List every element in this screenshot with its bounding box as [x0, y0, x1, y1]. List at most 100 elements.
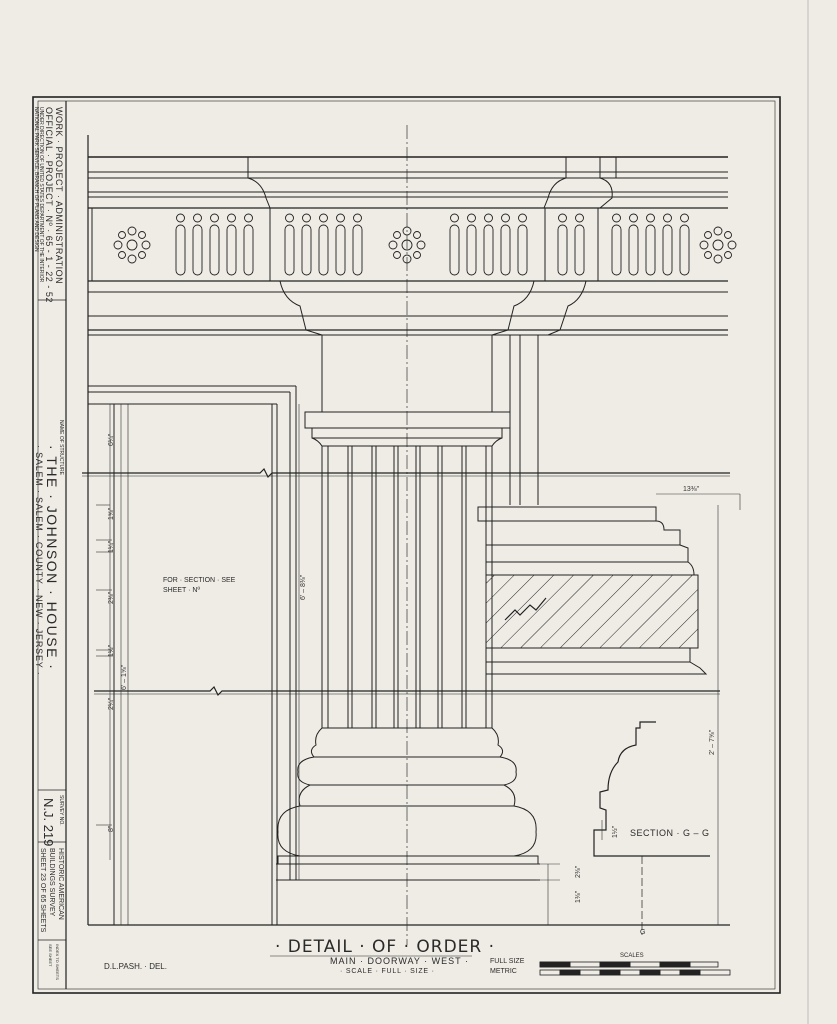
dim-base-2: 1⅜" [575, 890, 582, 903]
dim-right-height: 2' – 7⅝" [709, 729, 716, 755]
frieze-flute [611, 224, 622, 276]
rosette-dot [402, 226, 412, 236]
rosette-dot [713, 254, 723, 264]
structure-location: · SALEM · SALEM · COUNTY · NEW · JERSEY … [34, 445, 44, 676]
survey-no-label: SURVEY NO. [58, 795, 64, 826]
scale-note: · SCALE · FULL · SIZE · [340, 968, 435, 975]
dim-left-2: 1⅝" [108, 507, 115, 520]
section-reference-sheet: SHEET · Nº [163, 587, 201, 594]
frieze-flute-cap [575, 213, 584, 223]
frieze-flute-cap [518, 213, 527, 223]
frieze-flute [192, 224, 203, 276]
frieze-flute-cap [285, 213, 294, 223]
frieze-flute [679, 224, 690, 276]
drawing-subtitle: MAIN · DOORWAY · WEST · [330, 956, 470, 966]
frieze-flute [335, 224, 346, 276]
scales-label: SCALES [620, 953, 644, 959]
section-profile [477, 506, 708, 675]
frieze-flute [628, 224, 639, 276]
frieze-flute-cap [210, 213, 219, 223]
rosette-dot [401, 239, 413, 251]
rosette-dot [127, 226, 137, 236]
drawing-title: · DETAIL · OF · ORDER · [275, 937, 496, 957]
dim-left-5: 1½" [108, 644, 115, 657]
rosette-dot [724, 231, 732, 239]
frieze-flute-cap [501, 213, 510, 223]
rosette-dot [413, 251, 421, 259]
frieze-flute-cap [680, 213, 689, 223]
frieze-flute-cap [227, 213, 236, 223]
section-gg-profile [593, 721, 710, 935]
dim-base-1: 2⅜" [575, 865, 582, 878]
section-marker: G [640, 929, 646, 936]
frieze-flute [301, 224, 312, 276]
rosette-dot [138, 231, 146, 239]
rosette-dot [699, 240, 709, 250]
frieze-flute [662, 224, 673, 276]
frieze-flute-cap [612, 213, 621, 223]
frieze-flute [175, 224, 186, 276]
dim-top-right: 13⅜" [683, 486, 700, 493]
frieze-flute-cap [244, 213, 253, 223]
rosette-dot [413, 231, 421, 239]
section-gg-label: SECTION · G – G [630, 828, 710, 838]
structure-name: · THE · JOHNSON · HOUSE · [44, 445, 60, 671]
delineator: D.L.PASH. · DEL. [104, 962, 167, 971]
frieze-flute-cap [319, 213, 328, 223]
rosette-dot [704, 231, 712, 239]
frieze-flute [557, 224, 568, 276]
drawing-frame [87, 135, 730, 926]
rosette-dot [713, 226, 723, 236]
frieze-flute [500, 224, 511, 276]
rosette-dot [127, 254, 137, 264]
frieze-flute [466, 224, 477, 276]
frieze-flute-cap [336, 213, 345, 223]
habs-line-1: HISTORIC AMERICAN [57, 848, 64, 920]
frieze-flute-cap [484, 213, 493, 223]
frieze-flute-cap [176, 213, 185, 223]
habs-line-2: BUILDINGS SURVEY [48, 848, 55, 917]
project-line-4: NATIONAL PARK SERVICE, BRANCH OF PLANS A… [33, 107, 39, 252]
dim-left-6: 2¼" [108, 697, 115, 710]
project-line-1: WORK · PROJECT · ADMINISTRATION [54, 107, 64, 285]
frieze-flute [352, 224, 363, 276]
dim-left-7: 8" [108, 825, 115, 832]
door-jamb [88, 385, 297, 925]
frieze-flute-cap [353, 213, 362, 223]
frieze-flute-cap [467, 213, 476, 223]
survey-number: N.J. 219 [41, 798, 56, 847]
rosette-dot [118, 251, 126, 259]
rosette-dot [393, 251, 401, 259]
project-line-2: OFFICIAL · PROJECT · Nº · 65 - 1 - 22 - … [44, 107, 54, 303]
scale-bars [539, 961, 731, 976]
column-shaft [276, 335, 540, 881]
rosette-dot [402, 254, 412, 264]
rosette-dot [118, 231, 126, 239]
frieze-flute [645, 224, 656, 276]
frieze-flute-cap [663, 213, 672, 223]
entablature [88, 156, 728, 336]
rosette-dot [138, 251, 146, 259]
section-reference-note: FOR · SECTION · SEE [163, 577, 236, 584]
sheet-number: SHEET 23 OF 65 SHEETS [39, 848, 46, 933]
rosette-dot [704, 251, 712, 259]
break-lines [82, 467, 730, 697]
rosette-dot [416, 240, 426, 250]
frieze-flute [483, 224, 494, 276]
frieze-flutes [175, 213, 690, 276]
index-note-1: INDEX TO SHEETS [55, 944, 60, 980]
frieze-flute [517, 224, 528, 276]
frieze-flute-cap [629, 213, 638, 223]
scale-metric-label: METRIC [490, 968, 517, 975]
frieze-flute-cap [450, 213, 459, 223]
scale-full-size-label: FULL SIZE [490, 958, 525, 965]
dim-left-3: 1¼" [108, 540, 115, 553]
frieze-rosettes [113, 226, 737, 264]
frieze-flute-cap [646, 213, 655, 223]
frieze-flute [318, 224, 329, 276]
frieze-flute [284, 224, 295, 276]
index-note-2: SEE SHEET [48, 944, 53, 967]
rosette-dot [727, 240, 737, 250]
dim-pilaster-height: 6' – 1⅝" [121, 664, 128, 690]
